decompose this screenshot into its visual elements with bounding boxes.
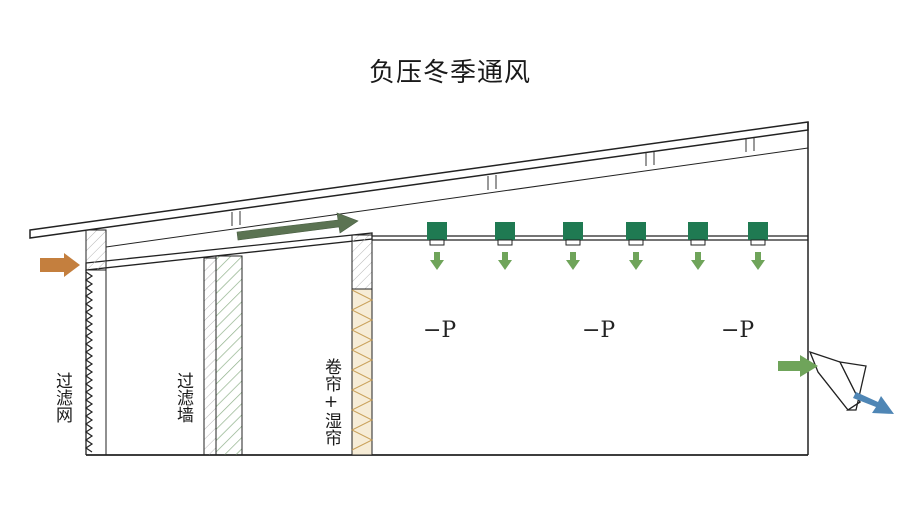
inlet-drop-arrow [566,252,580,270]
inlet-unit-lip [690,239,706,246]
pressure-marker-2: −P [582,318,616,343]
inlet-arrow [40,253,80,277]
inlet-drop-arrow [629,252,643,270]
inlet-unit [688,222,708,240]
ceiling-inlets [427,222,768,270]
inlet-drop-arrow [430,252,444,270]
inlet-unit [427,222,447,240]
inlet-unit [563,222,583,240]
fan-intake-arrow [778,355,818,377]
inlet-unit-lip [750,239,766,246]
inlet-unit-lip [628,239,644,246]
filter-wall [203,255,243,456]
attic-airflow-arrow [236,212,359,241]
curtain-column [350,234,374,456]
left-wall-filter-net [84,229,107,455]
inlet-unit [748,222,768,240]
inlet-unit [495,222,515,240]
filter-wall-label: 过滤墙 [173,372,193,423]
inlet-unit [626,222,646,240]
inlet-unit-lip [497,239,513,246]
exhaust-arrow [853,392,894,414]
inlet-drop-arrow [498,252,512,270]
pressure-marker-3: −P [721,318,755,343]
exhaust-fan [808,350,867,411]
roof [29,121,809,239]
inlet-drop-arrow [751,252,765,270]
filter-net-label: 过滤网 [52,372,72,423]
inlet-drop-arrow [691,252,705,270]
curtain-label: 卷帘+湿帘 [321,358,341,446]
inlet-unit-lip [565,239,581,246]
inlet-unit-lip [429,239,445,246]
diagram-title: 负压冬季通风 [368,58,531,88]
attic-inner-line [105,138,809,248]
pressure-marker-1: −P [423,318,457,343]
